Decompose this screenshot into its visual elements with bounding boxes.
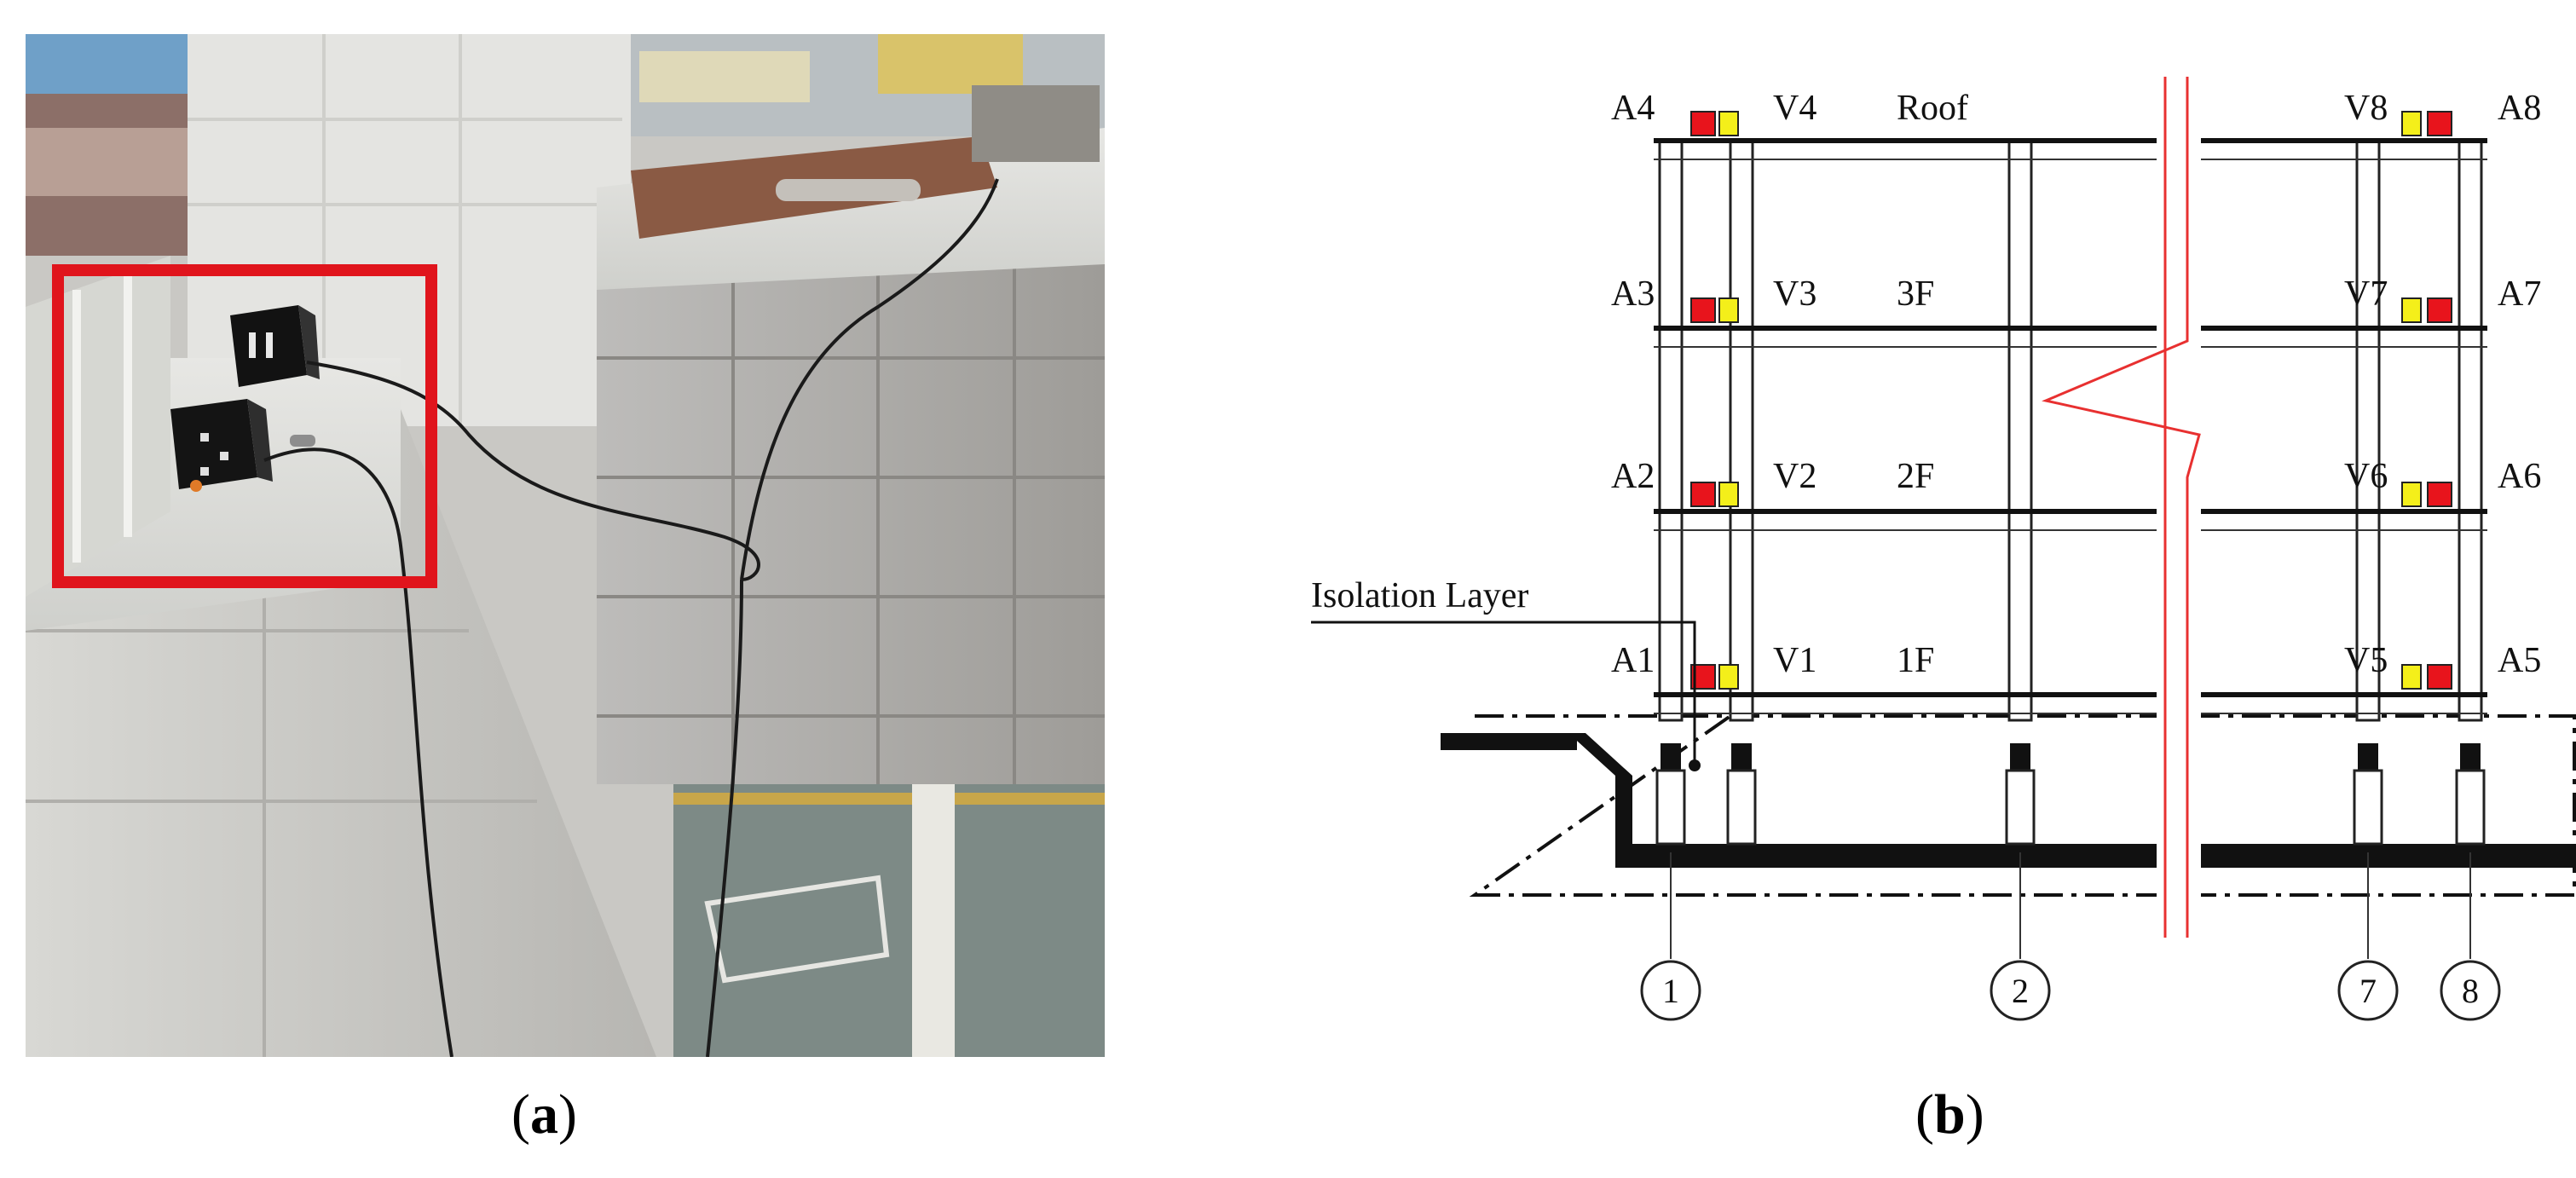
structure-diagram: A4 V4 Roof A3 V3 3F A2 V2 2F A1 V1 1F V8…	[1279, 0, 2576, 1174]
axis-label-1: 1	[1662, 972, 1679, 1010]
isolation-leader-dot	[1689, 759, 1701, 771]
label-v3: V3	[1773, 274, 1816, 314]
label-2f: 2F	[1897, 457, 1934, 496]
highlight-box	[52, 264, 437, 588]
caption-a: (a)	[511, 1083, 577, 1146]
photo-panel	[26, 34, 1105, 1058]
axis-label-7: 7	[2359, 972, 2377, 1010]
label-v8: V8	[2344, 89, 2388, 128]
label-v4: V4	[1773, 89, 1816, 128]
label-a7: A7	[2498, 274, 2541, 314]
label-a1: A1	[1611, 641, 1655, 680]
label-v1: V1	[1773, 641, 1816, 680]
label-a2: A2	[1611, 457, 1655, 496]
isolation-leader-line	[1311, 621, 1696, 765]
isolation-layer-label: Isolation Layer	[1311, 576, 1528, 615]
axis-label-2: 2	[2012, 972, 2029, 1010]
sensor-box-upper	[230, 305, 320, 387]
label-1f: 1F	[1897, 641, 1934, 680]
label-a6: A6	[2498, 457, 2541, 496]
sensor-photo	[26, 34, 1105, 1058]
label-3f: 3F	[1897, 274, 1934, 314]
axis-bubble-8	[2440, 960, 2501, 1021]
axis-bubble-2	[1990, 960, 2051, 1021]
label-v5: V5	[2344, 641, 2388, 680]
label-a3: A3	[1611, 274, 1655, 314]
label-a5: A5	[2498, 641, 2541, 680]
label-roof: Roof	[1897, 89, 1968, 128]
caption-b: (b)	[1915, 1083, 1984, 1146]
label-v2: V2	[1773, 457, 1816, 496]
label-a4: A4	[1611, 89, 1655, 128]
break-line-right	[2042, 77, 2201, 938]
axis-bubble-1	[1640, 960, 1701, 1021]
elevation-drawing: A4 V4 Roof A3 V3 3F A2 V2 2F A1 V1 1F V8…	[1311, 77, 2576, 1021]
label-v6: V6	[2344, 457, 2388, 496]
axis-bubble-7	[2337, 960, 2399, 1021]
label-v7: V7	[2344, 274, 2388, 314]
label-a8: A8	[2498, 89, 2541, 128]
axis-label-8: 8	[2462, 972, 2479, 1010]
